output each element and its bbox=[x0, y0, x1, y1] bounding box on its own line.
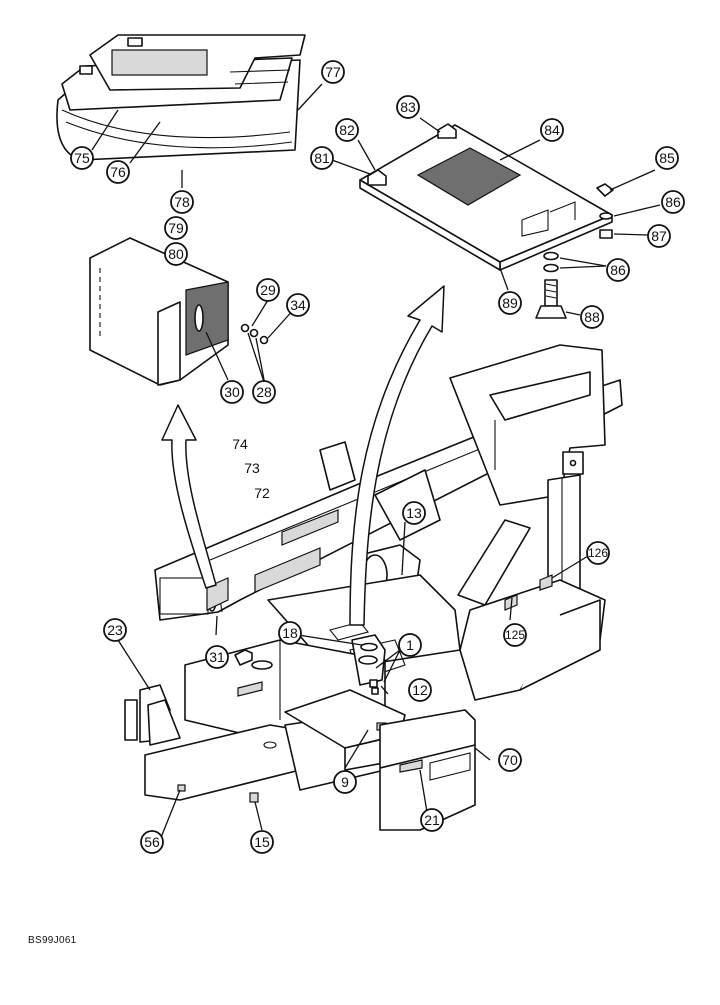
plain-labels: 72 73 74 bbox=[232, 436, 270, 501]
svg-text:87: 87 bbox=[651, 228, 667, 244]
svg-text:18: 18 bbox=[282, 625, 298, 641]
callout-80: 80 bbox=[164, 242, 188, 266]
svg-text:78: 78 bbox=[174, 194, 190, 210]
callout-56: 56 bbox=[140, 830, 164, 854]
callout-29: 29 bbox=[256, 278, 280, 302]
callout-86-upper: 86 bbox=[661, 190, 685, 214]
svg-text:79: 79 bbox=[168, 220, 184, 236]
svg-text:86: 86 bbox=[610, 262, 626, 278]
callout-13: 13 bbox=[402, 501, 426, 525]
svg-text:82: 82 bbox=[339, 122, 355, 138]
callout-85: 85 bbox=[655, 146, 679, 170]
figure-code: BS99J061 bbox=[28, 935, 77, 946]
callout-31: 31 bbox=[205, 645, 229, 669]
svg-text:34: 34 bbox=[290, 297, 306, 313]
callout-70: 70 bbox=[498, 748, 522, 772]
exploded-view-arrows bbox=[161, 285, 445, 626]
svg-text:75: 75 bbox=[74, 150, 90, 166]
svg-text:77: 77 bbox=[325, 64, 341, 80]
svg-text:70: 70 bbox=[502, 752, 518, 768]
svg-text:9: 9 bbox=[341, 774, 349, 790]
svg-text:21: 21 bbox=[424, 812, 440, 828]
callout-77: 77 bbox=[321, 60, 345, 84]
callout-12: 12 bbox=[408, 678, 432, 702]
svg-text:81: 81 bbox=[314, 150, 330, 166]
label-72: 72 bbox=[254, 485, 270, 501]
svg-text:89: 89 bbox=[502, 295, 518, 311]
callout-1: 1 bbox=[398, 633, 422, 657]
callout-83: 83 bbox=[396, 95, 420, 119]
callout-79: 79 bbox=[164, 216, 188, 240]
svg-text:56: 56 bbox=[144, 834, 160, 850]
svg-text:29: 29 bbox=[260, 282, 276, 298]
svg-text:125: 125 bbox=[505, 628, 525, 642]
callout-34: 34 bbox=[286, 293, 310, 317]
decal-stack-75-78 bbox=[56, 34, 306, 161]
callout-87: 87 bbox=[647, 224, 671, 248]
svg-text:12: 12 bbox=[412, 682, 428, 698]
callout-21: 21 bbox=[420, 808, 444, 832]
machine-body bbox=[124, 344, 623, 831]
leader-lines bbox=[91, 83, 661, 841]
callout-76: 76 bbox=[106, 160, 130, 184]
svg-text:15: 15 bbox=[254, 834, 270, 850]
callout-18: 18 bbox=[278, 621, 302, 645]
callout-78: 78 bbox=[170, 190, 194, 214]
callout-125: 125 bbox=[503, 623, 527, 647]
svg-text:31: 31 bbox=[209, 649, 225, 665]
callout-23: 23 bbox=[103, 618, 127, 642]
svg-text:126: 126 bbox=[588, 546, 608, 560]
callout-15: 15 bbox=[250, 830, 274, 854]
svg-text:88: 88 bbox=[584, 309, 600, 325]
callout-86-lower: 86 bbox=[606, 258, 630, 282]
callout-89: 89 bbox=[498, 291, 522, 315]
callout-81: 81 bbox=[310, 146, 334, 170]
callout-84: 84 bbox=[540, 118, 564, 142]
callout-126: 126 bbox=[586, 541, 610, 565]
svg-text:83: 83 bbox=[400, 99, 416, 115]
callout-88: 88 bbox=[580, 305, 604, 329]
callout-75: 75 bbox=[70, 146, 94, 170]
label-73: 73 bbox=[244, 460, 260, 476]
boom-end-bracket bbox=[89, 237, 269, 386]
svg-text:28: 28 bbox=[256, 384, 272, 400]
cover-plate-81-89 bbox=[359, 123, 614, 319]
svg-text:1: 1 bbox=[406, 637, 414, 653]
callout-30: 30 bbox=[220, 380, 244, 404]
svg-text:80: 80 bbox=[168, 246, 184, 262]
callout-9: 9 bbox=[333, 770, 357, 794]
callout-28: 28 bbox=[252, 380, 276, 404]
callouts: 1 9 12 13 15 18 21 23 28 29 30 31 34 56 … bbox=[70, 60, 685, 854]
svg-text:84: 84 bbox=[544, 122, 560, 138]
svg-text:76: 76 bbox=[110, 164, 126, 180]
svg-text:86: 86 bbox=[665, 194, 681, 210]
svg-text:23: 23 bbox=[107, 622, 123, 638]
svg-text:30: 30 bbox=[224, 384, 240, 400]
svg-text:85: 85 bbox=[659, 150, 675, 166]
label-74: 74 bbox=[232, 436, 248, 452]
svg-text:13: 13 bbox=[406, 505, 422, 521]
callout-82: 82 bbox=[335, 118, 359, 142]
